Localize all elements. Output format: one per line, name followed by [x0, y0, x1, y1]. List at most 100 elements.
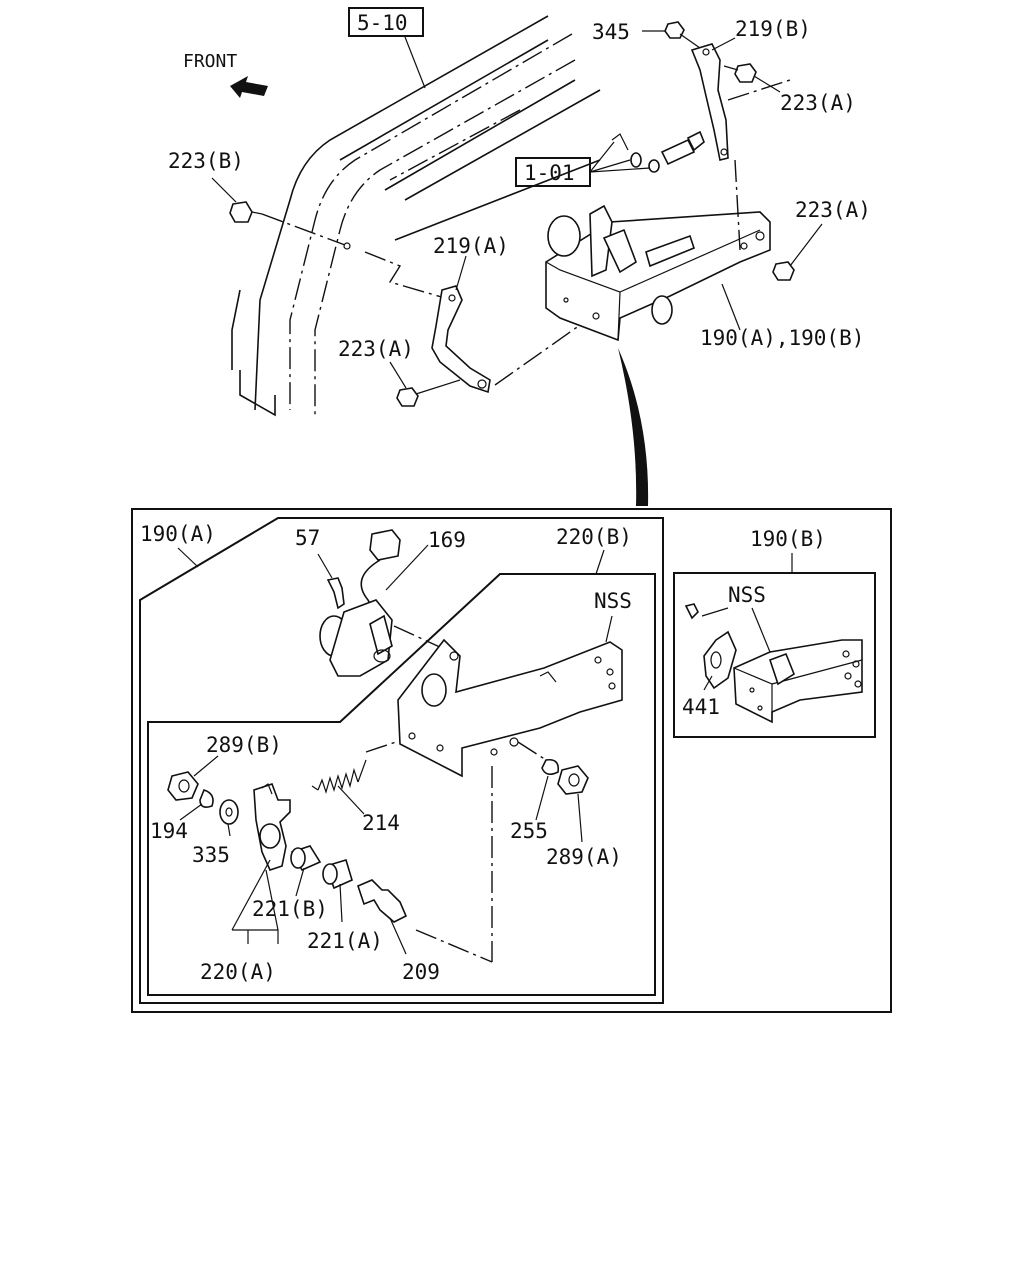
- cable-end-parts: [611, 130, 705, 173]
- label-220b: 220(B): [556, 525, 632, 549]
- ref-box-5-10[interactable]: 5-10: [348, 7, 424, 37]
- leader-190a: [177, 547, 199, 568]
- label-289b: 289(B): [206, 733, 282, 757]
- hole-marker: [343, 242, 351, 250]
- detail-frame: [131, 508, 892, 1013]
- label-223a-right: 223(A): [795, 198, 871, 222]
- leader-5-10: [404, 36, 426, 89]
- part-223a-top-bolt[interactable]: [723, 63, 757, 83]
- leader-221b: [295, 867, 305, 897]
- part-214-spring[interactable]: [311, 759, 367, 795]
- label-220a: 220(A): [200, 960, 276, 984]
- part-194-clip[interactable]: [199, 789, 214, 808]
- centerline-right: [734, 159, 741, 251]
- label-219b: 219(B): [735, 17, 811, 41]
- part-219b-bracket[interactable]: [690, 43, 729, 161]
- svg-text:FRONT: FRONT: [183, 51, 237, 72]
- label-345: 345: [592, 20, 630, 44]
- label-190b: 190(B): [750, 527, 826, 551]
- part-289a-nut[interactable]: [557, 765, 589, 795]
- leader-289b: [193, 755, 219, 777]
- label-223b: 223(B): [168, 149, 244, 173]
- leader-223a-top: [753, 75, 781, 93]
- label-335: 335: [192, 843, 230, 867]
- leader-219a: [455, 255, 467, 291]
- label-57: 57: [295, 526, 320, 550]
- leader-255: [535, 775, 549, 821]
- leader-223a-right: [789, 223, 823, 267]
- panel-190a: [139, 517, 664, 1004]
- part-345-nut[interactable]: [664, 21, 685, 39]
- front-indicator: FRONT: [183, 51, 268, 98]
- label-209: 209: [402, 960, 440, 984]
- part-221b-bushing[interactable]: [290, 845, 322, 872]
- leader-214: [337, 785, 365, 815]
- label-nss-main: NSS: [594, 589, 632, 613]
- leader-nss-side-b: [751, 607, 771, 653]
- centerline-left: [494, 317, 591, 386]
- label-221a: 221(A): [307, 929, 383, 953]
- part-223a-right-bolt[interactable]: [772, 261, 795, 281]
- leader-289a: [577, 793, 583, 843]
- leader-nss-main: [605, 615, 613, 643]
- part-223a-left-bolt[interactable]: [396, 379, 461, 407]
- svg-text:5-10: 5-10: [357, 11, 408, 35]
- part-223b-bolt[interactable]: [229, 201, 263, 223]
- leader-190ab: [721, 283, 741, 331]
- body-frame-outline: [231, 15, 601, 417]
- leader-345-to-219b: [679, 33, 701, 49]
- part-220a-lever[interactable]: [253, 782, 291, 871]
- svg-text:1-01: 1-01: [524, 161, 575, 185]
- centerline-top: [727, 79, 791, 101]
- label-nss-side: NSS: [728, 583, 766, 607]
- part-335-washer[interactable]: [219, 799, 239, 825]
- part-289b-nut[interactable]: [167, 771, 199, 801]
- part-209-bolt[interactable]: [357, 879, 408, 923]
- label-223a-top: 223(A): [780, 91, 856, 115]
- centerline-223b: [261, 213, 346, 246]
- part-190b-assembly[interactable]: [684, 603, 863, 724]
- part-57-screw[interactable]: [326, 577, 345, 610]
- centerline-169: [393, 625, 443, 649]
- leader-194: [179, 803, 203, 821]
- label-289a: 289(A): [546, 845, 622, 869]
- part-219a-bracket[interactable]: [431, 285, 491, 394]
- leader-nss-side-a: [701, 607, 729, 617]
- part-255-clip[interactable]: [541, 758, 560, 776]
- leader-223b: [211, 177, 237, 203]
- label-255: 255: [510, 819, 548, 843]
- leader-441: [703, 675, 713, 691]
- leader-1-01: [589, 141, 651, 173]
- label-194: 194: [150, 819, 188, 843]
- part-190-assembly[interactable]: [545, 204, 771, 342]
- part-169-switch[interactable]: [319, 529, 401, 677]
- panel-220b: [147, 573, 656, 996]
- label-223a-left: 223(A): [338, 337, 414, 361]
- part-221a-bushing[interactable]: [322, 859, 353, 890]
- leader-169: [385, 544, 429, 591]
- centerline-209: [415, 929, 493, 963]
- label-441: 441: [682, 695, 720, 719]
- leader-335: [227, 823, 231, 837]
- leader-219b: [711, 37, 736, 51]
- leader-221a: [339, 883, 343, 923]
- label-219a: 219(A): [433, 234, 509, 258]
- leader-220b: [595, 549, 605, 575]
- part-220b-bracket[interactable]: [397, 638, 623, 778]
- callout-arrow-icon: [618, 348, 649, 506]
- label-221b: 221(B): [252, 897, 328, 921]
- front-arrow-icon: [230, 76, 268, 98]
- leader-57: [317, 553, 333, 579]
- centerline-219a: [364, 251, 446, 299]
- label-190ab: 190(A),190(B): [700, 326, 864, 350]
- ref-box-1-01[interactable]: 1-01: [515, 157, 591, 187]
- centerline-214: [365, 741, 397, 753]
- centerline-255: [517, 741, 547, 761]
- leader-223a-left: [389, 361, 407, 389]
- label-169: 169: [428, 528, 466, 552]
- leader-209: [389, 917, 407, 955]
- leader-220a: [231, 859, 279, 944]
- label-214: 214: [362, 811, 400, 835]
